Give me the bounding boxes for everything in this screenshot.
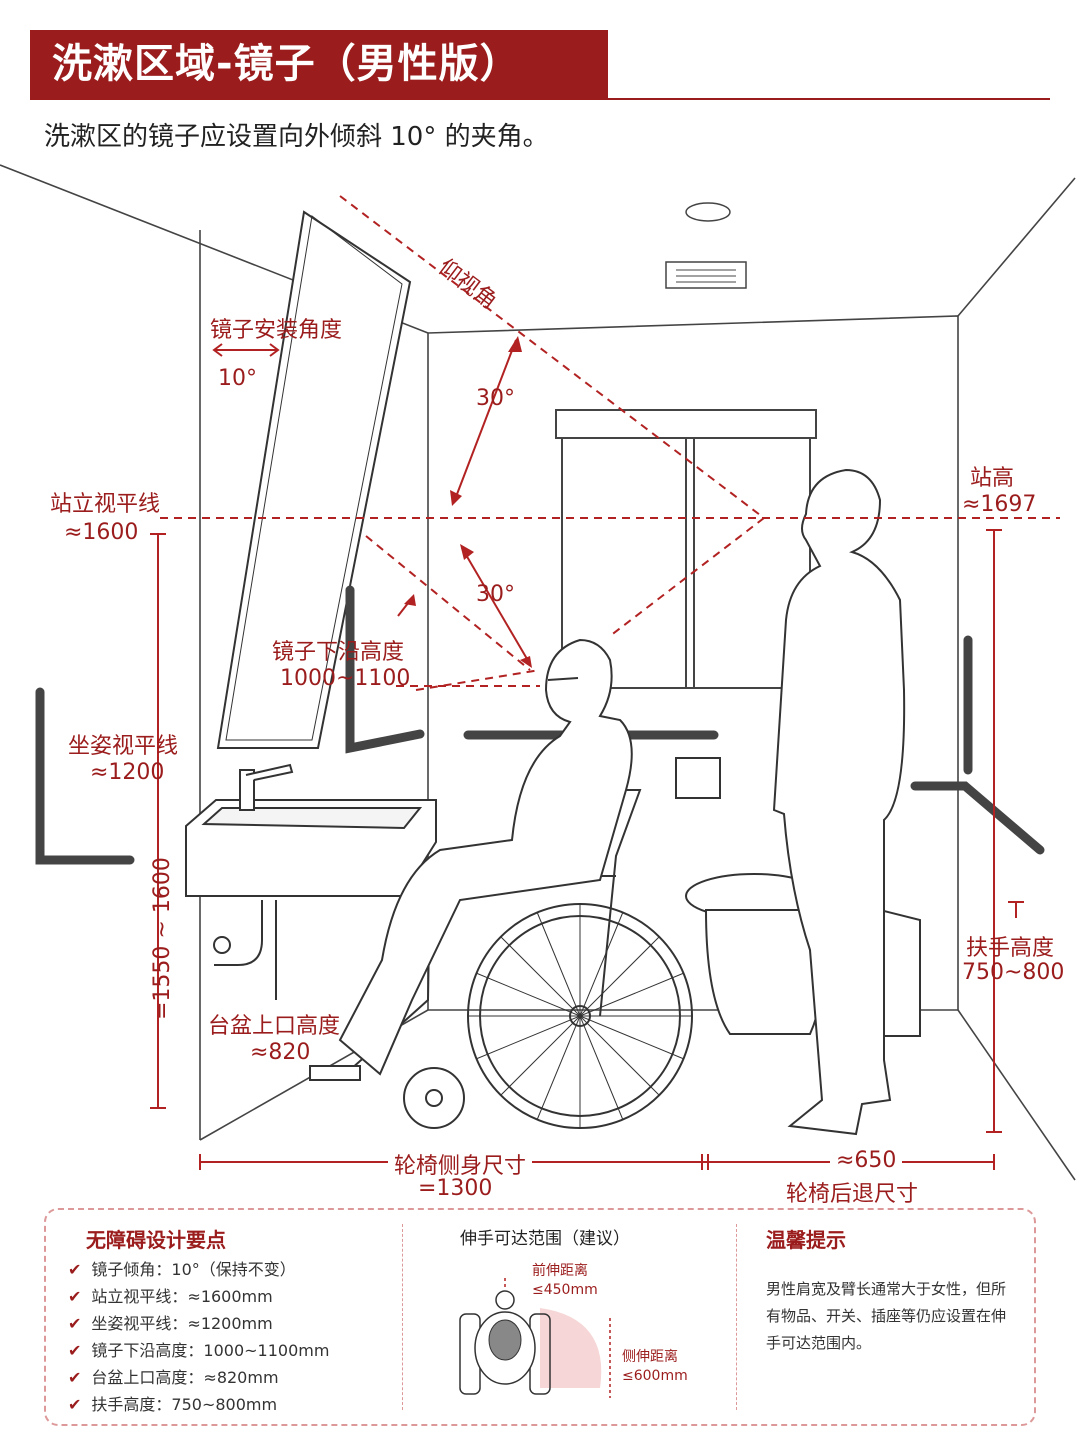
mirror-angle-title: 镜子安装角度: [210, 318, 343, 343]
check-icon: ✔: [68, 1260, 82, 1279]
check-icon: ✔: [68, 1314, 82, 1333]
wheelchair-back-value: ≈650: [830, 1148, 903, 1173]
side-reach-value: ≤600mm: [622, 1368, 688, 1384]
standing-man: [772, 468, 906, 1136]
standing-eye-value: ≈1600: [64, 520, 139, 545]
list-item: ✔站立视平线：≈1600mm: [68, 1287, 273, 1306]
handrail-height-title: 扶手高度: [966, 936, 1055, 961]
arrow-heads: [404, 336, 532, 668]
key-points-list: ✔镜子倾角：10°（保持不变） ✔站立视平线：≈1600mm ✔坐姿视平线：≈1…: [68, 1256, 329, 1418]
check-icon: ✔: [68, 1395, 82, 1414]
check-icon: ✔: [68, 1341, 82, 1360]
lower-angle-label: 30°: [476, 582, 515, 607]
check-icon: ✔: [68, 1287, 82, 1306]
basin-height-title: 台盆上口高度: [208, 1014, 341, 1039]
seated-man: [338, 638, 633, 1076]
info-panel: 无障碍设计要点 ✔镜子倾角：10°（保持不变） ✔站立视平线：≈1600mm ✔…: [44, 1208, 1036, 1426]
standing-eye-title: 站立视平线: [50, 492, 161, 517]
tip-text: 男性肩宽及臂长通常大于女性，但所有物品、开关、插座等仍应设置在伸手可达范围内。: [766, 1280, 1007, 1352]
sightlines: [160, 195, 1060, 691]
mirror-bottom-value: 1000~1100: [280, 666, 411, 691]
reach-range-title: 伸手可达范围（建议）: [460, 1229, 630, 1249]
seated-eye-title: 坐姿视平线: [68, 734, 179, 759]
check-icon: ✔: [68, 1368, 82, 1387]
panel-divider: [402, 1224, 403, 1410]
key-points-title: 无障碍设计要点: [86, 1228, 226, 1252]
ceiling-light: [685, 202, 731, 222]
handrail-height-value: 750~800: [962, 960, 1065, 985]
side-reach-title: 侧伸距离: [622, 1349, 678, 1365]
seated-eye-value: ≈1200: [90, 760, 165, 785]
list-item: ✔台盆上口高度：≈820mm: [68, 1368, 279, 1387]
mirror-angle-value: 10°: [218, 366, 257, 391]
basin-height-value: ≈820: [250, 1040, 311, 1065]
page-title: 洗漱区域-镜子（男性版）: [30, 30, 608, 98]
paper-holder: [675, 757, 721, 799]
ceiling-vent: [665, 261, 747, 289]
tip-title: 温馨提示: [766, 1228, 846, 1252]
title-underline: [30, 98, 1050, 100]
list-item: ✔镜子下沿高度：1000~1100mm: [68, 1341, 330, 1360]
panel-divider: [736, 1224, 737, 1410]
list-item: ✔坐姿视平线：≈1200mm: [68, 1314, 273, 1333]
wheelchair-back-title: 轮椅后退尺寸: [786, 1182, 919, 1207]
vertical-range-label: =1550 ~ 1600: [150, 857, 175, 1020]
wheelchair-side-value: =1300: [418, 1176, 493, 1201]
reach-range-diagram: [459, 1278, 611, 1398]
list-item: ✔镜子倾角：10°（保持不变）: [68, 1260, 296, 1279]
window: [548, 409, 820, 689]
upper-angle-label: 30°: [476, 386, 515, 411]
subtitle: 洗漱区的镜子应设置向外倾斜 10° 的夹角。: [44, 122, 549, 152]
wheelchair-side-title: 轮椅侧身尺寸: [388, 1148, 533, 1180]
sink: [185, 763, 437, 1000]
toilet: [685, 873, 921, 1037]
front-reach-value: ≤450mm: [532, 1282, 598, 1298]
standing-height-value: ≈1697: [962, 492, 1037, 517]
mirror: [216, 210, 412, 749]
front-reach-title: 前伸距离: [532, 1263, 588, 1279]
mirror-bottom-title: 镜子下沿高度: [272, 640, 405, 665]
list-item: ✔扶手高度：750~800mm: [68, 1395, 278, 1414]
standing-height-title: 站高: [970, 466, 1015, 491]
